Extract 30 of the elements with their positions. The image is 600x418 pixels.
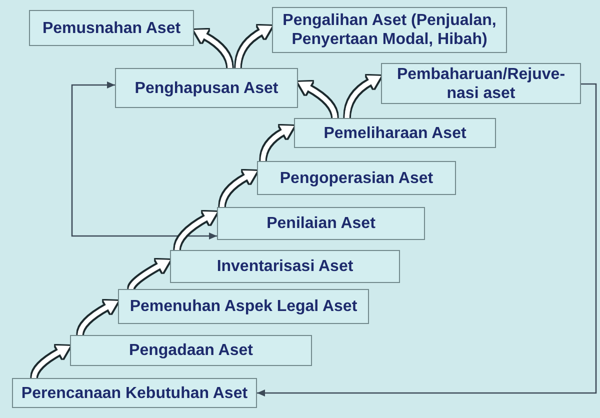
step-box	[118, 289, 369, 324]
step-label: Pengadaan Aset	[129, 341, 253, 360]
step-label: Pembaharuan/Rejuve- nasi aset	[396, 64, 566, 102]
curved-block-arrow	[220, 170, 257, 208]
step-box	[12, 378, 257, 408]
curved-block-arrow	[194, 30, 232, 68]
step-box	[29, 10, 194, 46]
connector-arrow	[257, 83, 597, 396]
step-label: Inventarisasi Aset	[216, 257, 354, 276]
curved-block-arrow	[236, 26, 272, 68]
step-box	[70, 335, 312, 366]
step-label: Penilaian Aset	[266, 214, 376, 233]
step-label: Perencanaan Kebutuhan Aset	[21, 384, 248, 402]
step-box	[272, 7, 507, 53]
step-label: Pemusnahan Aset	[42, 18, 181, 38]
step-box	[170, 250, 400, 283]
step-label: Pemenuhan Aspek Legal Aset	[130, 297, 358, 316]
curved-block-arrow	[298, 82, 338, 118]
curved-block-arrow	[344, 76, 381, 118]
step-box	[217, 207, 425, 240]
step-box	[115, 68, 298, 108]
curved-block-arrow	[174, 212, 217, 250]
connector-arrow	[71, 82, 217, 240]
step-box	[294, 118, 496, 148]
step-box	[381, 63, 581, 104]
step-label: Penghapusan Aset	[134, 78, 278, 98]
step-box	[257, 161, 456, 195]
step-label: Pengoperasian Aset	[280, 168, 434, 188]
step-label: Pemeliharaan Aset	[324, 124, 466, 142]
step-label: Pengalihan Aset (Penjualan, Penyertaan Modal, Hibah)	[282, 11, 498, 49]
